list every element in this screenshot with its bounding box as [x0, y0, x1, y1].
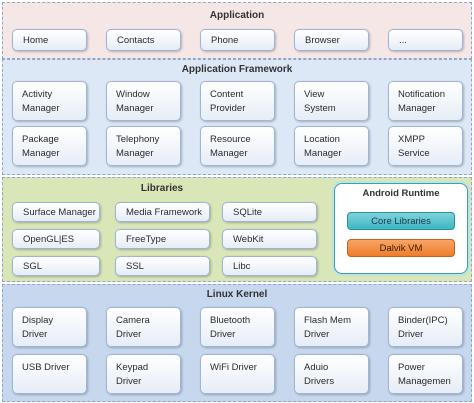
lib-box-sqlite: SQLite [222, 202, 317, 222]
lib-box-ssl: SSL [115, 256, 210, 276]
linux-kernel-layer-title: Linux Kernel [206, 289, 268, 300]
lib-box-libc: Libc [222, 256, 317, 276]
lib-box-sgl: SGL [12, 256, 100, 276]
app-box-contacts: Contacts [106, 29, 181, 51]
android-runtime-box: Android Runtime Core Libraries Dalvik VM [334, 183, 468, 274]
app-box-home: Home [12, 29, 87, 51]
android-runtime-title: Android Runtime [362, 188, 440, 199]
app-box-browser: Browser [294, 29, 369, 51]
lib-box-media-framework: Media Framework [115, 202, 210, 222]
kernel-box-wifi-driver: WiFi Driver [200, 354, 275, 394]
lib-box-webkit: WebKit [222, 229, 317, 249]
framework-layer-title: Application Framework [181, 64, 293, 75]
core-libraries-box: Core Libraries [347, 212, 455, 230]
application-layer-title: Application [209, 10, 265, 21]
lib-box-surface-manager: Surface Manager [12, 202, 100, 222]
dalvik-vm-box: Dalvik VM [347, 239, 455, 257]
lib-box-freetype: FreeType [115, 229, 210, 249]
lib-box-opengl-es: OpenGL|ES [12, 229, 100, 249]
app-box-more: ... [388, 29, 463, 51]
kernel-box-binder-ipc-driver: Binder(IPC)Driver [388, 307, 463, 347]
app-box-phone: Phone [200, 29, 275, 51]
kernel-box-usb-driver: USB Driver [12, 354, 87, 394]
libraries-layer-title: Libraries [140, 183, 184, 194]
